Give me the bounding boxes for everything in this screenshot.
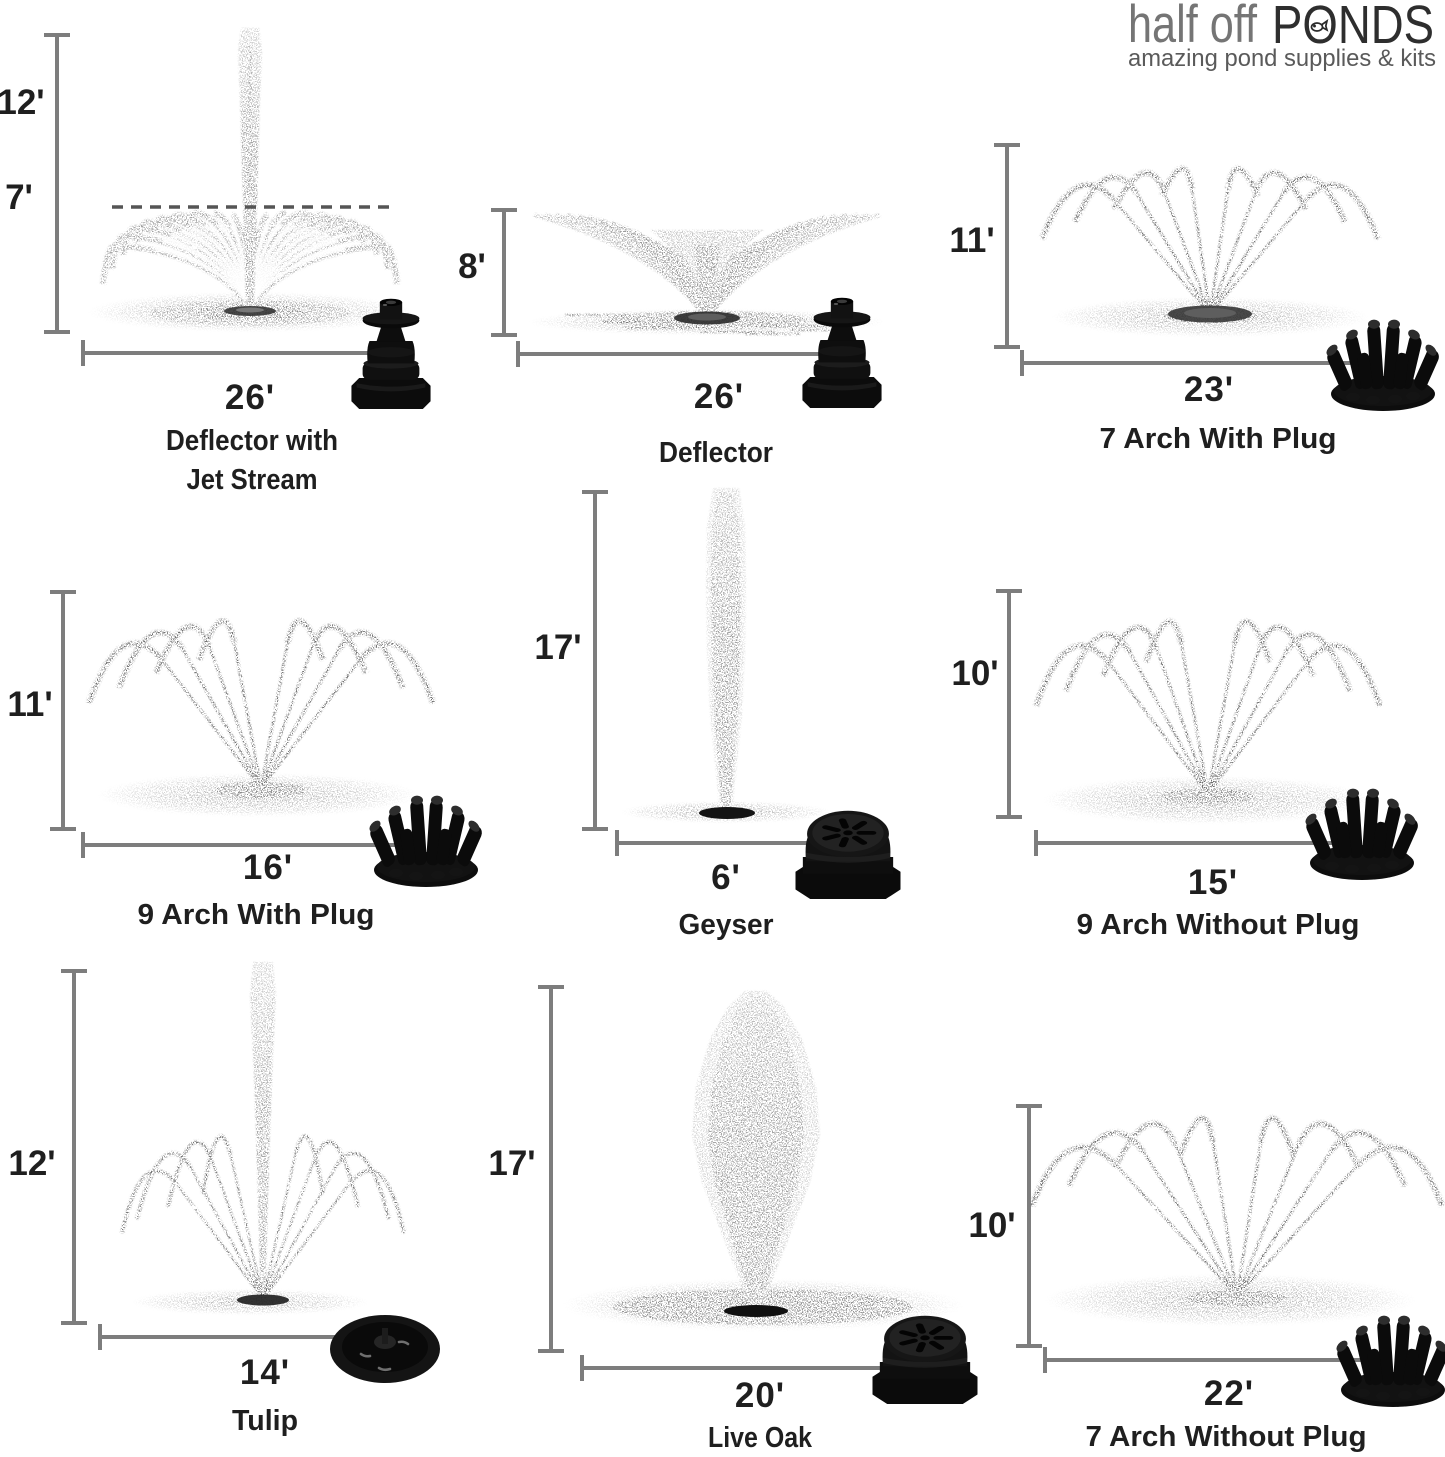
svg-text:10': 10' xyxy=(968,1206,1015,1245)
svg-text:23': 23' xyxy=(1184,370,1234,409)
svg-text:8': 8' xyxy=(458,247,486,286)
svg-text:9 Arch With Plug: 9 Arch With Plug xyxy=(138,899,375,931)
svg-text:Deflector with: Deflector with xyxy=(166,425,338,457)
svg-text:7 Arch Without Plug: 7 Arch Without Plug xyxy=(1086,1421,1367,1452)
svg-text:26': 26' xyxy=(225,378,275,417)
svg-text:Live Oak: Live Oak xyxy=(708,1422,813,1452)
svg-text:half off: half off xyxy=(1128,0,1257,54)
svg-text:7': 7' xyxy=(5,178,33,217)
svg-text:12': 12' xyxy=(0,83,45,122)
svg-text:20': 20' xyxy=(735,1376,785,1415)
svg-text:22': 22' xyxy=(1204,1374,1254,1413)
svg-text:11': 11' xyxy=(7,685,52,724)
svg-text:Tulip: Tulip xyxy=(232,1405,298,1437)
svg-text:12': 12' xyxy=(8,1144,55,1183)
svg-text:6': 6' xyxy=(711,858,741,897)
svg-text:14': 14' xyxy=(240,1353,290,1392)
svg-text:9 Arch Without Plug: 9 Arch Without Plug xyxy=(1077,909,1360,941)
svg-text:amazing pond supplies & kits: amazing pond supplies & kits xyxy=(1128,45,1436,72)
svg-text:17': 17' xyxy=(488,1144,535,1183)
svg-text:16': 16' xyxy=(243,848,293,887)
svg-text:Geyser: Geyser xyxy=(679,909,774,941)
svg-text:PONDS: PONDS xyxy=(1272,0,1434,55)
svg-text:Deflector: Deflector xyxy=(659,437,773,469)
svg-text:15': 15' xyxy=(1188,863,1238,902)
svg-text:26': 26' xyxy=(694,377,744,416)
svg-text:11': 11' xyxy=(949,221,994,260)
svg-text:Jet Stream: Jet Stream xyxy=(187,464,318,496)
svg-text:10': 10' xyxy=(951,654,998,693)
svg-text:17': 17' xyxy=(534,628,581,667)
svg-text:7 Arch With Plug: 7 Arch With Plug xyxy=(1100,423,1337,455)
